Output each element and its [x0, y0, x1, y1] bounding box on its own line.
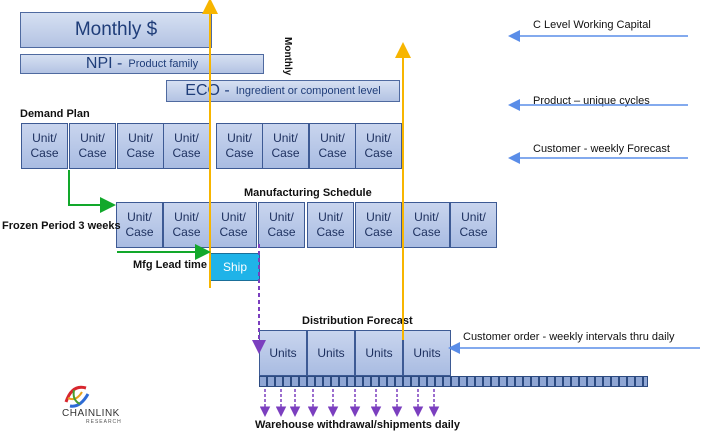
eco-sublabel: Ingredient or component level	[235, 85, 381, 97]
monthly-dollar-band: Monthly $	[20, 12, 212, 48]
cell-line1: Unit/	[273, 131, 298, 145]
chainlink-logo: CHAINLINK RESEARCH	[56, 382, 146, 426]
demand-plan-cell-6: Unit/Case	[262, 123, 309, 169]
manufacturing-cell-8: Unit/Case	[450, 202, 497, 248]
purple-daily-arrows	[259, 389, 440, 417]
demand-plan-cell-7: Unit/Case	[309, 123, 356, 169]
cell-line2: Case	[219, 225, 248, 239]
cell-line1: Unit/	[318, 210, 343, 224]
cell-line1: Unit/	[269, 210, 294, 224]
cell-line2: Case	[318, 146, 347, 160]
ship-box: Ship	[210, 253, 260, 281]
demand-plan-cell-3: Unit/Case	[117, 123, 164, 169]
cell-line2: Case	[225, 146, 254, 160]
cell-line2: Case	[364, 225, 393, 239]
manufacturing-cell-7: Unit/Case	[403, 202, 450, 248]
manufacturing-cell-1: Unit/Case	[116, 202, 163, 248]
cell-line1: Unit/	[128, 131, 153, 145]
cell-line1: Unit/	[80, 131, 105, 145]
cell-line2: Case	[316, 225, 345, 239]
daily-timeline-strip	[259, 376, 648, 387]
warehouse-label: Warehouse withdrawal/shipments daily	[255, 419, 460, 431]
cell-line2: Case	[78, 146, 107, 160]
cell-line1: Unit/	[414, 210, 439, 224]
right-label-weekly-forecast: Customer - weekly Forecast	[533, 143, 670, 155]
cell-line2: Case	[412, 225, 441, 239]
logo-subtext: RESEARCH	[86, 419, 122, 425]
demand-plan-cell-1: Unit/Case	[21, 123, 68, 169]
cell-line2: Case	[364, 146, 393, 160]
cell-line2: Case	[126, 146, 155, 160]
cell-line1: Unit/	[221, 210, 246, 224]
eco-label: ECO -	[185, 82, 230, 99]
demand-plan-cell-8: Unit/Case	[355, 123, 402, 169]
right-label-working-capital: C Level Working Capital	[533, 19, 651, 31]
cell-line2: Case	[267, 225, 296, 239]
cell-line2: Case	[172, 146, 201, 160]
npi-sublabel: Product family	[128, 58, 199, 70]
chainlink-logo-mark	[64, 385, 90, 408]
npi-label: NPI -	[85, 55, 123, 72]
cell-line2: Case	[459, 225, 488, 239]
logo-text: CHAINLINK	[62, 408, 120, 419]
cell-line2: Case	[125, 225, 154, 239]
monthly-dollar-label: Monthly $	[74, 19, 158, 40]
cell-line1: Unit/	[127, 210, 152, 224]
right-label-product-cycles: Product – unique cycles	[533, 95, 650, 107]
mfg-lead-time-label: Mfg Lead time	[133, 259, 207, 271]
manufacturing-cell-4: Unit/Case	[258, 202, 305, 248]
manufacturing-cell-2: Unit/Case	[163, 202, 210, 248]
demand-plan-heading: Demand Plan	[20, 108, 90, 120]
distribution-units-cell-1: Units	[259, 330, 307, 376]
demand-plan-cell-5: Unit/Case	[216, 123, 263, 169]
units-label: Units	[269, 346, 297, 360]
eco-band: ECO - Ingredient or component level	[166, 80, 400, 102]
ship-label: Ship	[222, 260, 248, 274]
cell-line1: Unit/	[366, 210, 391, 224]
cell-line1: Unit/	[174, 210, 199, 224]
units-label: Units	[413, 346, 441, 360]
cell-line1: Unit/	[227, 131, 252, 145]
manufacturing-cell-6: Unit/Case	[355, 202, 402, 248]
green-arrow-demand-to-mfg	[68, 170, 116, 213]
cell-line1: Unit/	[320, 131, 345, 145]
npi-band: NPI - Product family	[20, 54, 264, 74]
cell-line2: Case	[30, 146, 59, 160]
cell-line2: Case	[172, 225, 201, 239]
cell-line1: Unit/	[461, 210, 486, 224]
cell-line1: Unit/	[32, 131, 57, 145]
units-label: Units	[365, 346, 393, 360]
manufacturing-schedule-heading: Manufacturing Schedule	[244, 187, 372, 199]
distribution-units-cell-4: Units	[403, 330, 451, 376]
distribution-units-cell-2: Units	[307, 330, 355, 376]
demand-plan-cell-2: Unit/Case	[69, 123, 116, 169]
cell-line1: Unit/	[174, 131, 199, 145]
cell-line1: Unit/	[366, 131, 391, 145]
distribution-units-cell-3: Units	[355, 330, 403, 376]
frozen-period-label: Frozen Period 3 weeks	[2, 220, 121, 232]
units-label: Units	[317, 346, 345, 360]
right-label-customer-order: Customer order - weekly intervals thru d…	[463, 331, 675, 343]
distribution-forecast-heading: Distribution Forecast	[302, 315, 413, 327]
manufacturing-cell-5: Unit/Case	[307, 202, 354, 248]
cell-line2: Case	[271, 146, 300, 160]
